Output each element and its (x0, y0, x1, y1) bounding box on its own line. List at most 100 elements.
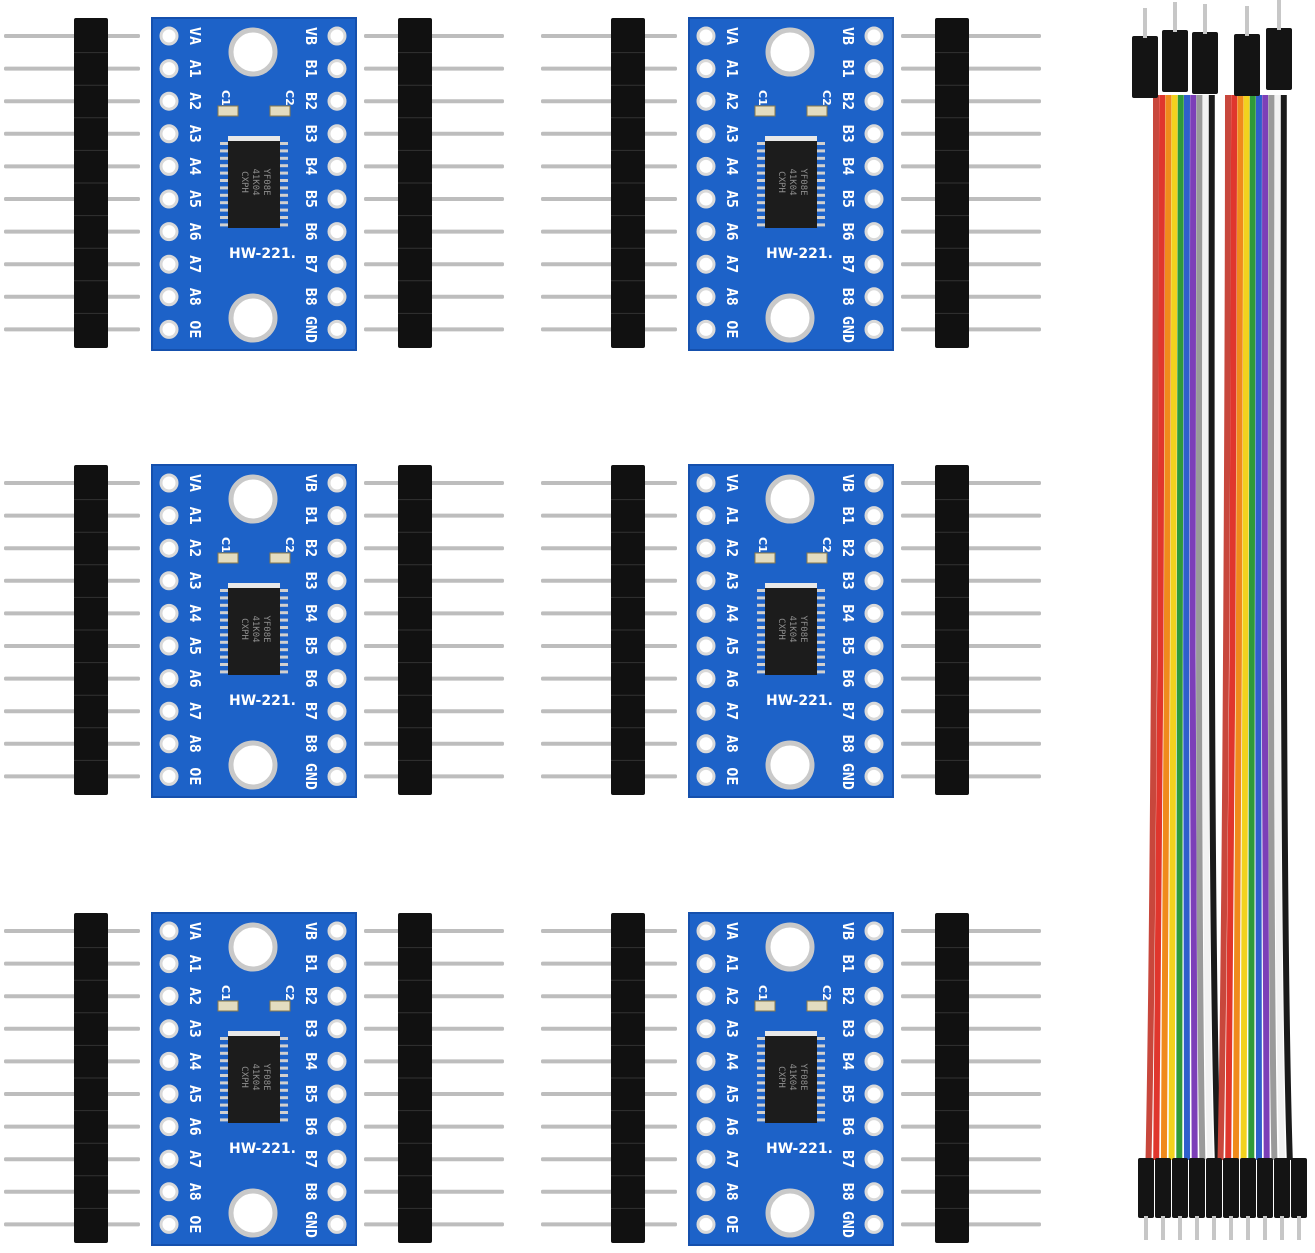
pin-label-b: B2 (302, 539, 320, 557)
chip-lead (757, 142, 766, 145)
pin-label-a: A5 (186, 1085, 204, 1103)
chip-body (765, 1031, 817, 1123)
chip-lead (816, 655, 825, 659)
chip-lead (816, 156, 825, 160)
header-pin (901, 611, 1041, 616)
c1-label: C1 (219, 537, 232, 553)
capacitor-c2: C2 (806, 90, 833, 117)
header-pin (4, 1092, 140, 1096)
chip-lead (816, 618, 825, 622)
pin-label-a: A6 (186, 670, 204, 688)
pin-label-a: A1 (186, 60, 204, 78)
chip-lead (279, 648, 288, 652)
header-pin (541, 709, 677, 714)
chip-lead (757, 648, 766, 652)
pin-label-a: A4 (723, 604, 741, 622)
chip-lead (220, 164, 229, 168)
header-pin (4, 66, 140, 71)
chip-lead (757, 1103, 766, 1107)
pin-label-b: B5 (302, 637, 320, 655)
header-pin (364, 197, 504, 201)
solder-pad (696, 506, 716, 526)
chip-pin1-strip (765, 136, 817, 141)
header-pin (4, 709, 140, 714)
chip-lead (757, 1066, 766, 1070)
capacitor-c1: C1 (754, 537, 776, 564)
pin-label-b: B6 (839, 670, 857, 688)
header-pin (541, 1059, 677, 1064)
dupont-housing (1274, 1158, 1290, 1218)
chip-marking-line: YF08E (798, 1063, 808, 1090)
pin-label-a: VA (186, 27, 204, 45)
solder-pad (864, 222, 884, 242)
pin-label-a: A2 (723, 539, 741, 557)
chip-lead (757, 171, 766, 175)
header-pin (364, 644, 504, 648)
chip-lead (816, 208, 825, 212)
board-model-label: HW-221. (229, 693, 296, 709)
chip-lead (220, 640, 229, 644)
chip-lead (757, 186, 766, 190)
header-pin (541, 197, 677, 201)
solder-pad (159, 473, 179, 493)
chip-lead (816, 603, 825, 607)
chip-lead (816, 1044, 825, 1048)
chip-lead (279, 186, 288, 190)
header-pin (901, 327, 1041, 332)
chip-lead (816, 164, 825, 168)
header-pin (4, 99, 140, 104)
solder-pad (159, 571, 179, 591)
chip-marking-line: CXPH (239, 618, 249, 640)
solder-pad (864, 669, 884, 689)
solder-pad (696, 571, 716, 591)
header-pin (364, 1124, 504, 1129)
pin-label-b: B8 (302, 288, 320, 306)
pin-label-a: A7 (723, 255, 741, 273)
chip-body (228, 1031, 280, 1123)
header-pin (4, 578, 140, 583)
pin-label-b: B1 (302, 507, 320, 525)
pin-label-b: B6 (302, 1118, 320, 1136)
capacitor-c2: C2 (806, 985, 833, 1012)
pin-label-a: A5 (186, 637, 204, 655)
pin-label-b: B6 (302, 223, 320, 241)
solder-pad (696, 954, 716, 974)
chip-lead (279, 216, 288, 219)
capacitor-c1: C1 (754, 90, 776, 117)
header-pin (364, 961, 504, 966)
solder-pad (696, 287, 716, 307)
chip-pin1-strip (228, 583, 280, 588)
chip-lead (279, 142, 288, 145)
header-pin (4, 611, 140, 616)
chip-marking-line: CXPH (776, 171, 786, 193)
header-pin (541, 1222, 677, 1227)
pin-label-a: A1 (186, 955, 204, 973)
solder-pad (864, 1019, 884, 1039)
chip-lead (757, 1059, 766, 1063)
jumper-wire (1168, 94, 1178, 1161)
solder-pad (864, 473, 884, 493)
pin-label-b: VB (302, 474, 320, 492)
header-pin (4, 961, 140, 966)
pin-label-b: VB (839, 27, 857, 45)
jumper-wire (1160, 94, 1172, 1161)
pin-label-a: A1 (723, 507, 741, 525)
dupont-housing (1234, 34, 1260, 96)
header-pin (901, 1157, 1041, 1162)
solder-pad (696, 473, 716, 493)
solder-pad (327, 603, 347, 623)
solder-pad (159, 734, 179, 754)
dupont-pin (1246, 1216, 1250, 1240)
solder-pad (864, 156, 884, 176)
header-pin (4, 929, 140, 933)
solder-pad (327, 1182, 347, 1202)
chip-lead (220, 1081, 229, 1085)
solder-pad (159, 1182, 179, 1202)
solder-pad (159, 766, 179, 786)
solder-pad (327, 1084, 347, 1104)
header-pin (364, 676, 504, 681)
chip-lead (279, 171, 288, 175)
